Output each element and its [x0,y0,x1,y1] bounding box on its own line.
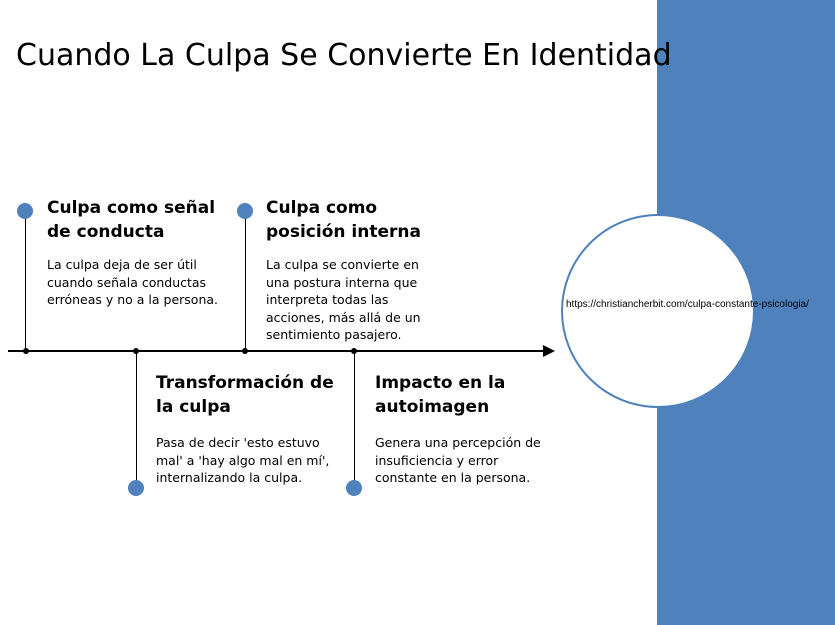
timeline-stem-4 [354,352,355,482]
timeline-stem-3 [245,218,246,350]
event-desc-2: Pasa de decir 'esto estuvo mal' a 'hay a… [156,434,329,487]
event-marker-4 [346,480,362,496]
event-desc-2-line-3: internalizando la culpa. [156,470,303,485]
timeline-point-3 [242,348,248,354]
event-desc-3: La culpa se convierte en una postura int… [266,256,421,344]
timeline-arrowhead [543,345,555,357]
event-heading-2-line-1: Transformación de [156,373,334,393]
event-desc-3-line-5: sentimiento pasajero. [266,327,402,342]
event-desc-4-line-1: Genera una percepción de [375,435,541,450]
event-heading-4: Impacto en la autoimagen [375,371,505,419]
event-desc-1: La culpa deja de ser útil cuando señala … [47,256,218,309]
event-desc-4-line-3: constante en la persona. [375,470,531,485]
event-marker-3 [237,203,253,219]
event-heading-1-line-2: de conducta [47,222,165,242]
page-title: Cuando La Culpa Se Convierte En Identida… [16,38,672,73]
timeline-stem-1 [25,218,26,350]
timeline-point-2 [133,348,139,354]
event-marker-2 [128,480,144,496]
event-desc-3-line-2: una postura interna que [266,274,418,290]
event-desc-4: Genera una percepción de insuficiencia y… [375,434,541,487]
event-desc-1-line-1: La culpa deja de ser útil [47,257,197,272]
event-marker-1 [17,203,33,219]
event-heading-1-line-1: Culpa como señal [47,198,216,218]
event-heading-3-line-1: Culpa como [266,198,378,218]
event-heading-4-line-2: autoimagen [375,397,490,417]
event-heading-3: Culpa como posición interna [266,196,421,244]
source-url[interactable]: https://christiancherbit.com/culpa-const… [566,299,809,310]
event-desc-4-line-2: insuficiencia y error [375,452,499,468]
event-desc-1-line-2: cuando señala conductas [47,274,207,290]
timeline-axis [8,350,544,352]
event-heading-1: Culpa como señal de conducta [47,196,215,244]
timeline-point-1 [23,348,29,354]
event-heading-2-line-2: la culpa [156,397,231,417]
timeline-stem-2 [136,352,137,482]
event-desc-3-line-3: interpreta todas las [266,292,389,307]
timeline-point-4 [351,348,357,354]
event-desc-2-line-1: Pasa de decir 'esto estuvo [156,435,320,450]
event-heading-2: Transformación de la culpa [156,371,334,419]
event-heading-4-line-1: Impacto en la [375,373,506,393]
event-heading-3-line-2: posición interna [266,222,421,242]
event-desc-3-line-4: acciones, más allá de un [266,309,421,325]
event-desc-1-line-3: erróneas y no a la persona. [47,292,219,307]
event-desc-2-line-2: mal' a 'hay algo mal en mí', [156,452,330,468]
source-circle [561,214,755,408]
event-desc-3-line-1: La culpa se convierte en [266,257,419,272]
